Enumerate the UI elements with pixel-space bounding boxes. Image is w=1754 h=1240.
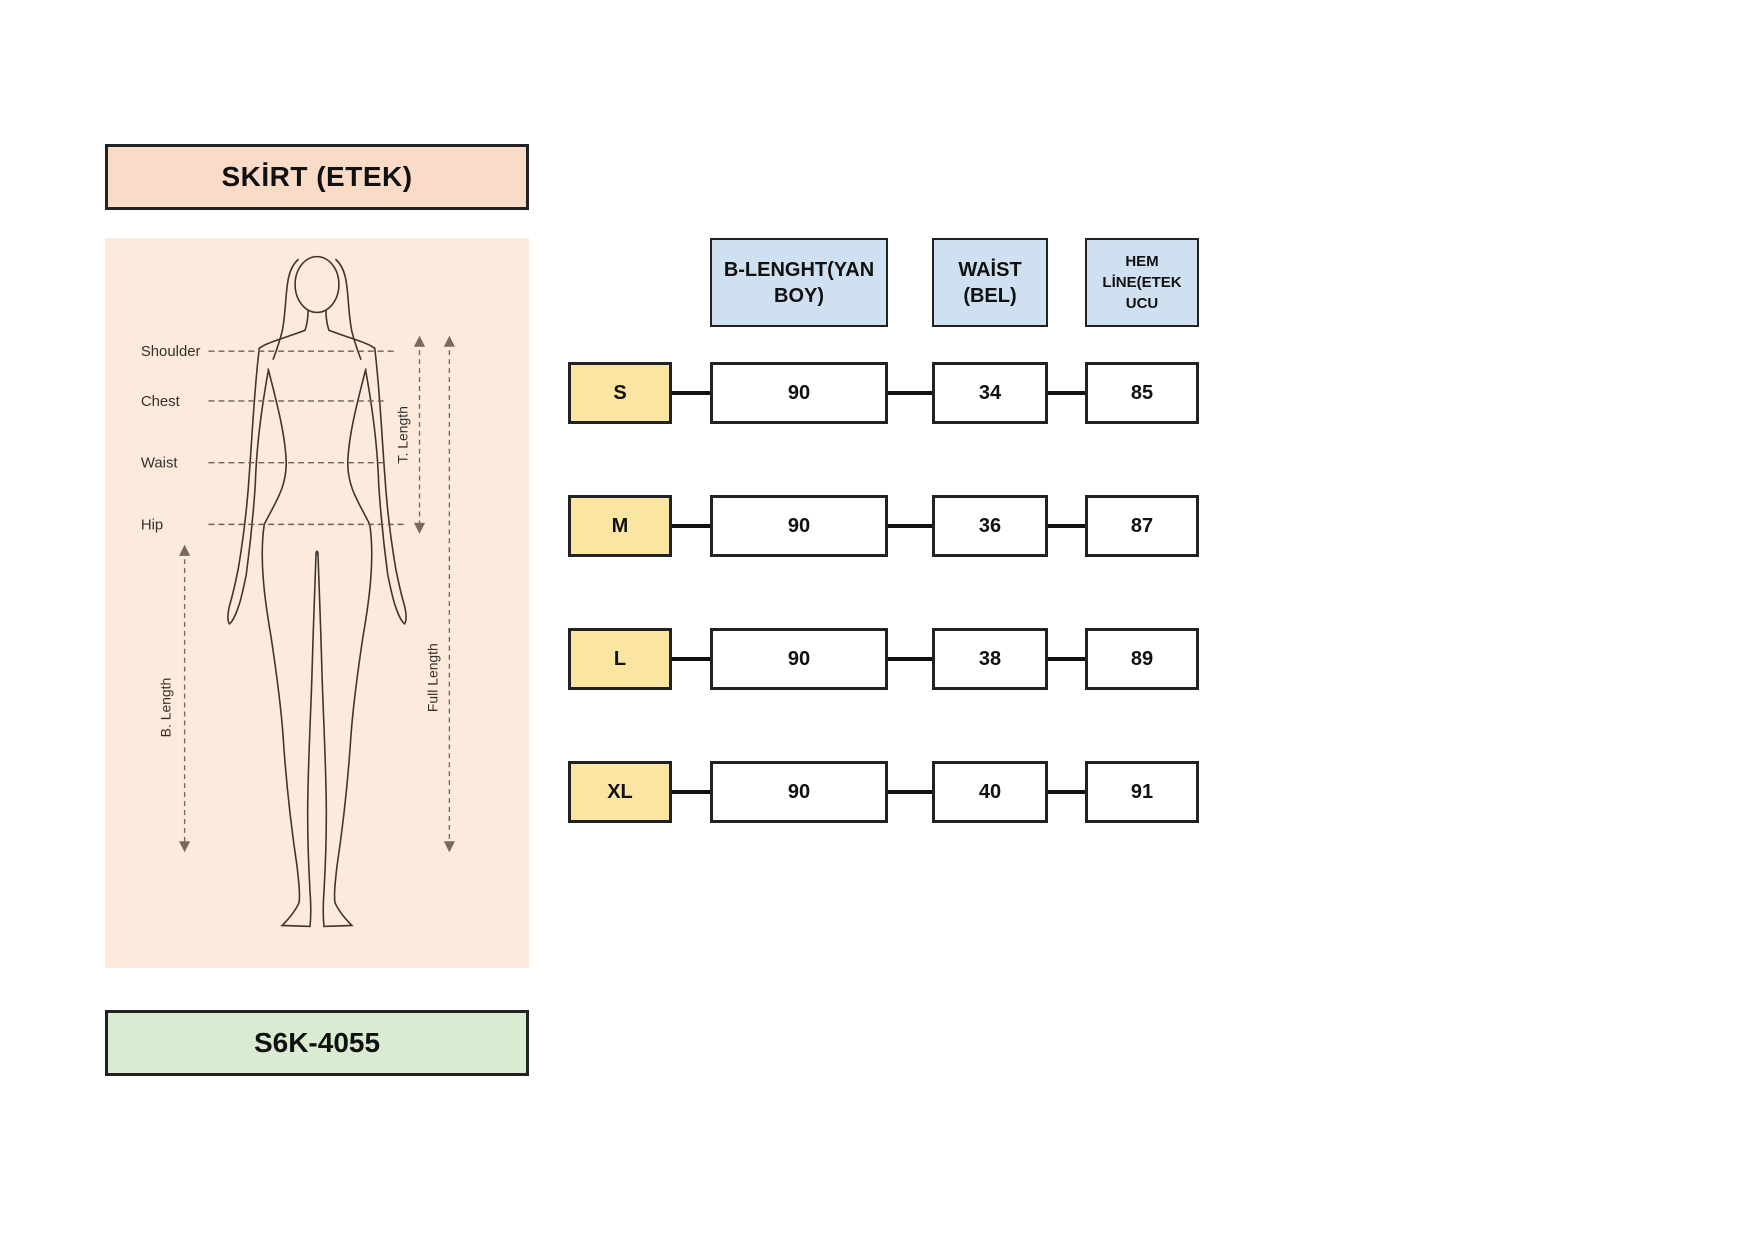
- measure-lines: [208, 350, 406, 526]
- value-cell-xl-b-length: 90: [710, 761, 888, 823]
- column-header-b-length: B-LENGHT(YAN BOY): [710, 238, 888, 327]
- product-code-box: S6K-4055: [105, 1010, 529, 1076]
- connector-line: [672, 790, 710, 794]
- value-cell-m-b-length: 90: [710, 495, 888, 557]
- value-cell-m-waist: 36: [932, 495, 1048, 557]
- value-cell-l-waist: 38: [932, 628, 1048, 690]
- size-cell-xl: XL: [568, 761, 672, 823]
- connector-line: [888, 790, 932, 794]
- connector-line: [672, 524, 710, 528]
- label-chest: Chest: [141, 393, 181, 410]
- value-cell-m-hem-line: 87: [1085, 495, 1199, 557]
- label-shoulder: Shoulder: [141, 343, 201, 360]
- product-title: SKİRT (ETEK): [221, 161, 413, 192]
- figure-panel: Shoulder Chest Waist Hip T. Length Full …: [105, 238, 529, 968]
- female-figure-outline: [227, 255, 407, 928]
- value-cell-s-waist: 34: [932, 362, 1048, 424]
- connector-line: [1048, 790, 1085, 794]
- value-cell-xl-waist: 40: [932, 761, 1048, 823]
- label-b-length: B. Length: [158, 678, 174, 738]
- label-waist: Waist: [141, 455, 179, 472]
- value-cell-xl-hem-line: 91: [1085, 761, 1199, 823]
- connector-line: [672, 391, 710, 395]
- size-cell-l: L: [568, 628, 672, 690]
- connector-line: [888, 657, 932, 661]
- connector-line: [888, 524, 932, 528]
- size-cell-s: S: [568, 362, 672, 424]
- label-full-length: Full Length: [424, 643, 440, 712]
- value-cell-l-hem-line: 89: [1085, 628, 1199, 690]
- connector-line: [1048, 657, 1085, 661]
- label-t-length: T. Length: [395, 406, 411, 463]
- column-header-hem-line: HEM LİNE(ETEK UCU: [1085, 238, 1199, 327]
- column-header-waist: WAİST (BEL): [932, 238, 1048, 327]
- label-hip: Hip: [141, 516, 163, 533]
- connector-line: [888, 391, 932, 395]
- product-code: S6K-4055: [253, 1027, 381, 1058]
- connector-line: [1048, 391, 1085, 395]
- value-cell-s-b-length: 90: [710, 362, 888, 424]
- connector-line: [672, 657, 710, 661]
- product-title-box: SKİRT (ETEK): [105, 144, 529, 210]
- body-measurement-diagram: Shoulder Chest Waist Hip T. Length Full …: [141, 255, 455, 928]
- size-cell-m: M: [568, 495, 672, 557]
- value-cell-l-b-length: 90: [710, 628, 888, 690]
- connector-line: [1048, 524, 1085, 528]
- value-cell-s-hem-line: 85: [1085, 362, 1199, 424]
